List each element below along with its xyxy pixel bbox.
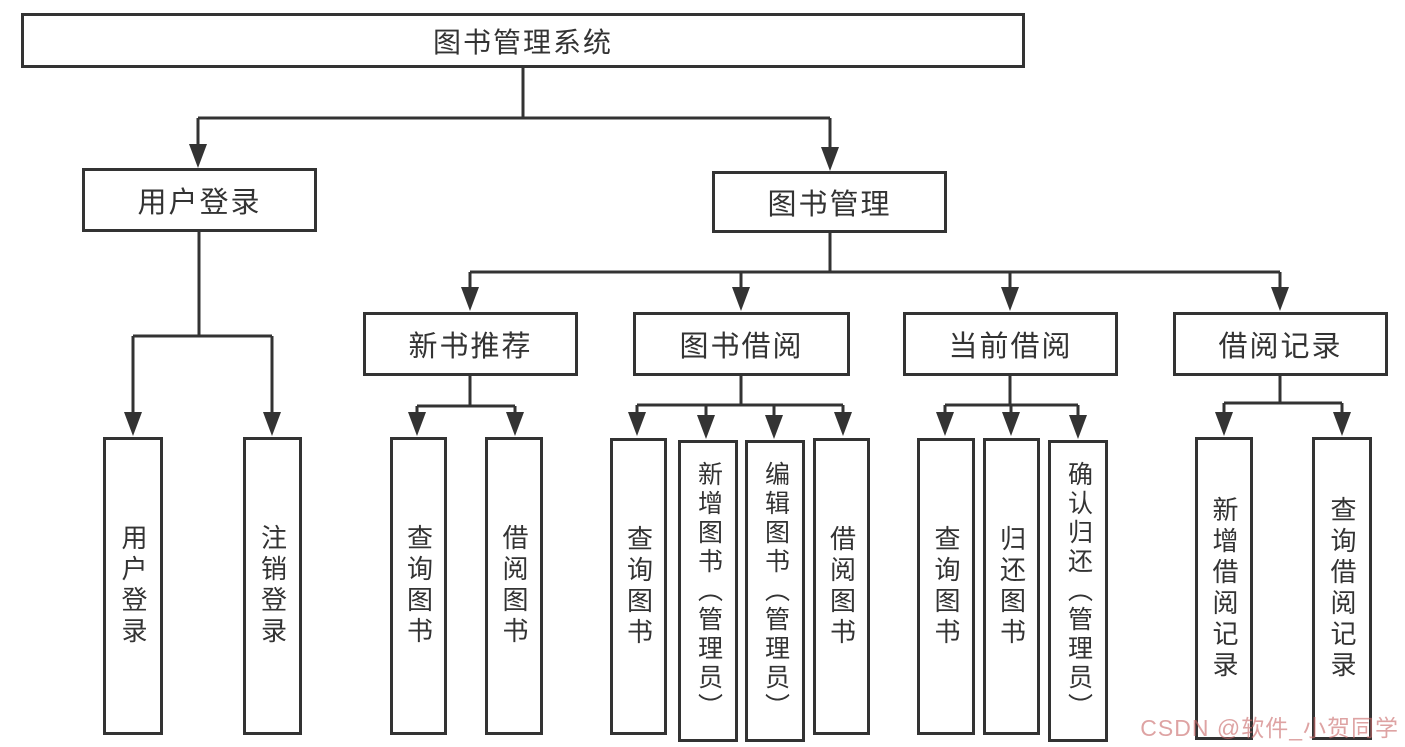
leaf-query-books-borrow: 查询图书	[610, 438, 667, 735]
node-book-borrow: 图书借阅	[633, 312, 850, 376]
leaf-add-books-admin: 新增图书（管理员）	[678, 440, 738, 742]
node-current-borrow: 当前借阅	[903, 312, 1118, 376]
node-new-book-recommend: 新书推荐	[363, 312, 578, 376]
arrowheads	[124, 144, 1351, 439]
leaf-return-books: 归还图书	[983, 438, 1040, 735]
leaf-logout: 注销登录	[243, 437, 302, 735]
leaf-borrow-books-recommend: 借阅图书	[485, 437, 543, 735]
leaf-add-borrow-record: 新增借阅记录	[1195, 437, 1253, 740]
leaf-borrow-books: 借阅图书	[813, 438, 870, 735]
node-borrow-records: 借阅记录	[1173, 312, 1388, 376]
leaf-edit-books-admin: 编辑图书（管理员）	[745, 440, 805, 742]
csdn-watermark: CSDN @软件_小贺同学	[1140, 715, 1399, 741]
leaf-user-login: 用户登录	[103, 437, 163, 735]
node-book-management: 图书管理	[712, 171, 947, 233]
leaf-query-borrow-record: 查询借阅记录	[1312, 437, 1372, 740]
leaf-query-books-recommend: 查询图书	[390, 437, 447, 735]
leaf-query-books-current: 查询图书	[917, 438, 975, 735]
node-library-management-system: 图书管理系统	[21, 13, 1025, 68]
leaf-confirm-return-admin: 确认归还（管理员）	[1048, 440, 1108, 742]
node-user-login: 用户登录	[82, 168, 317, 232]
